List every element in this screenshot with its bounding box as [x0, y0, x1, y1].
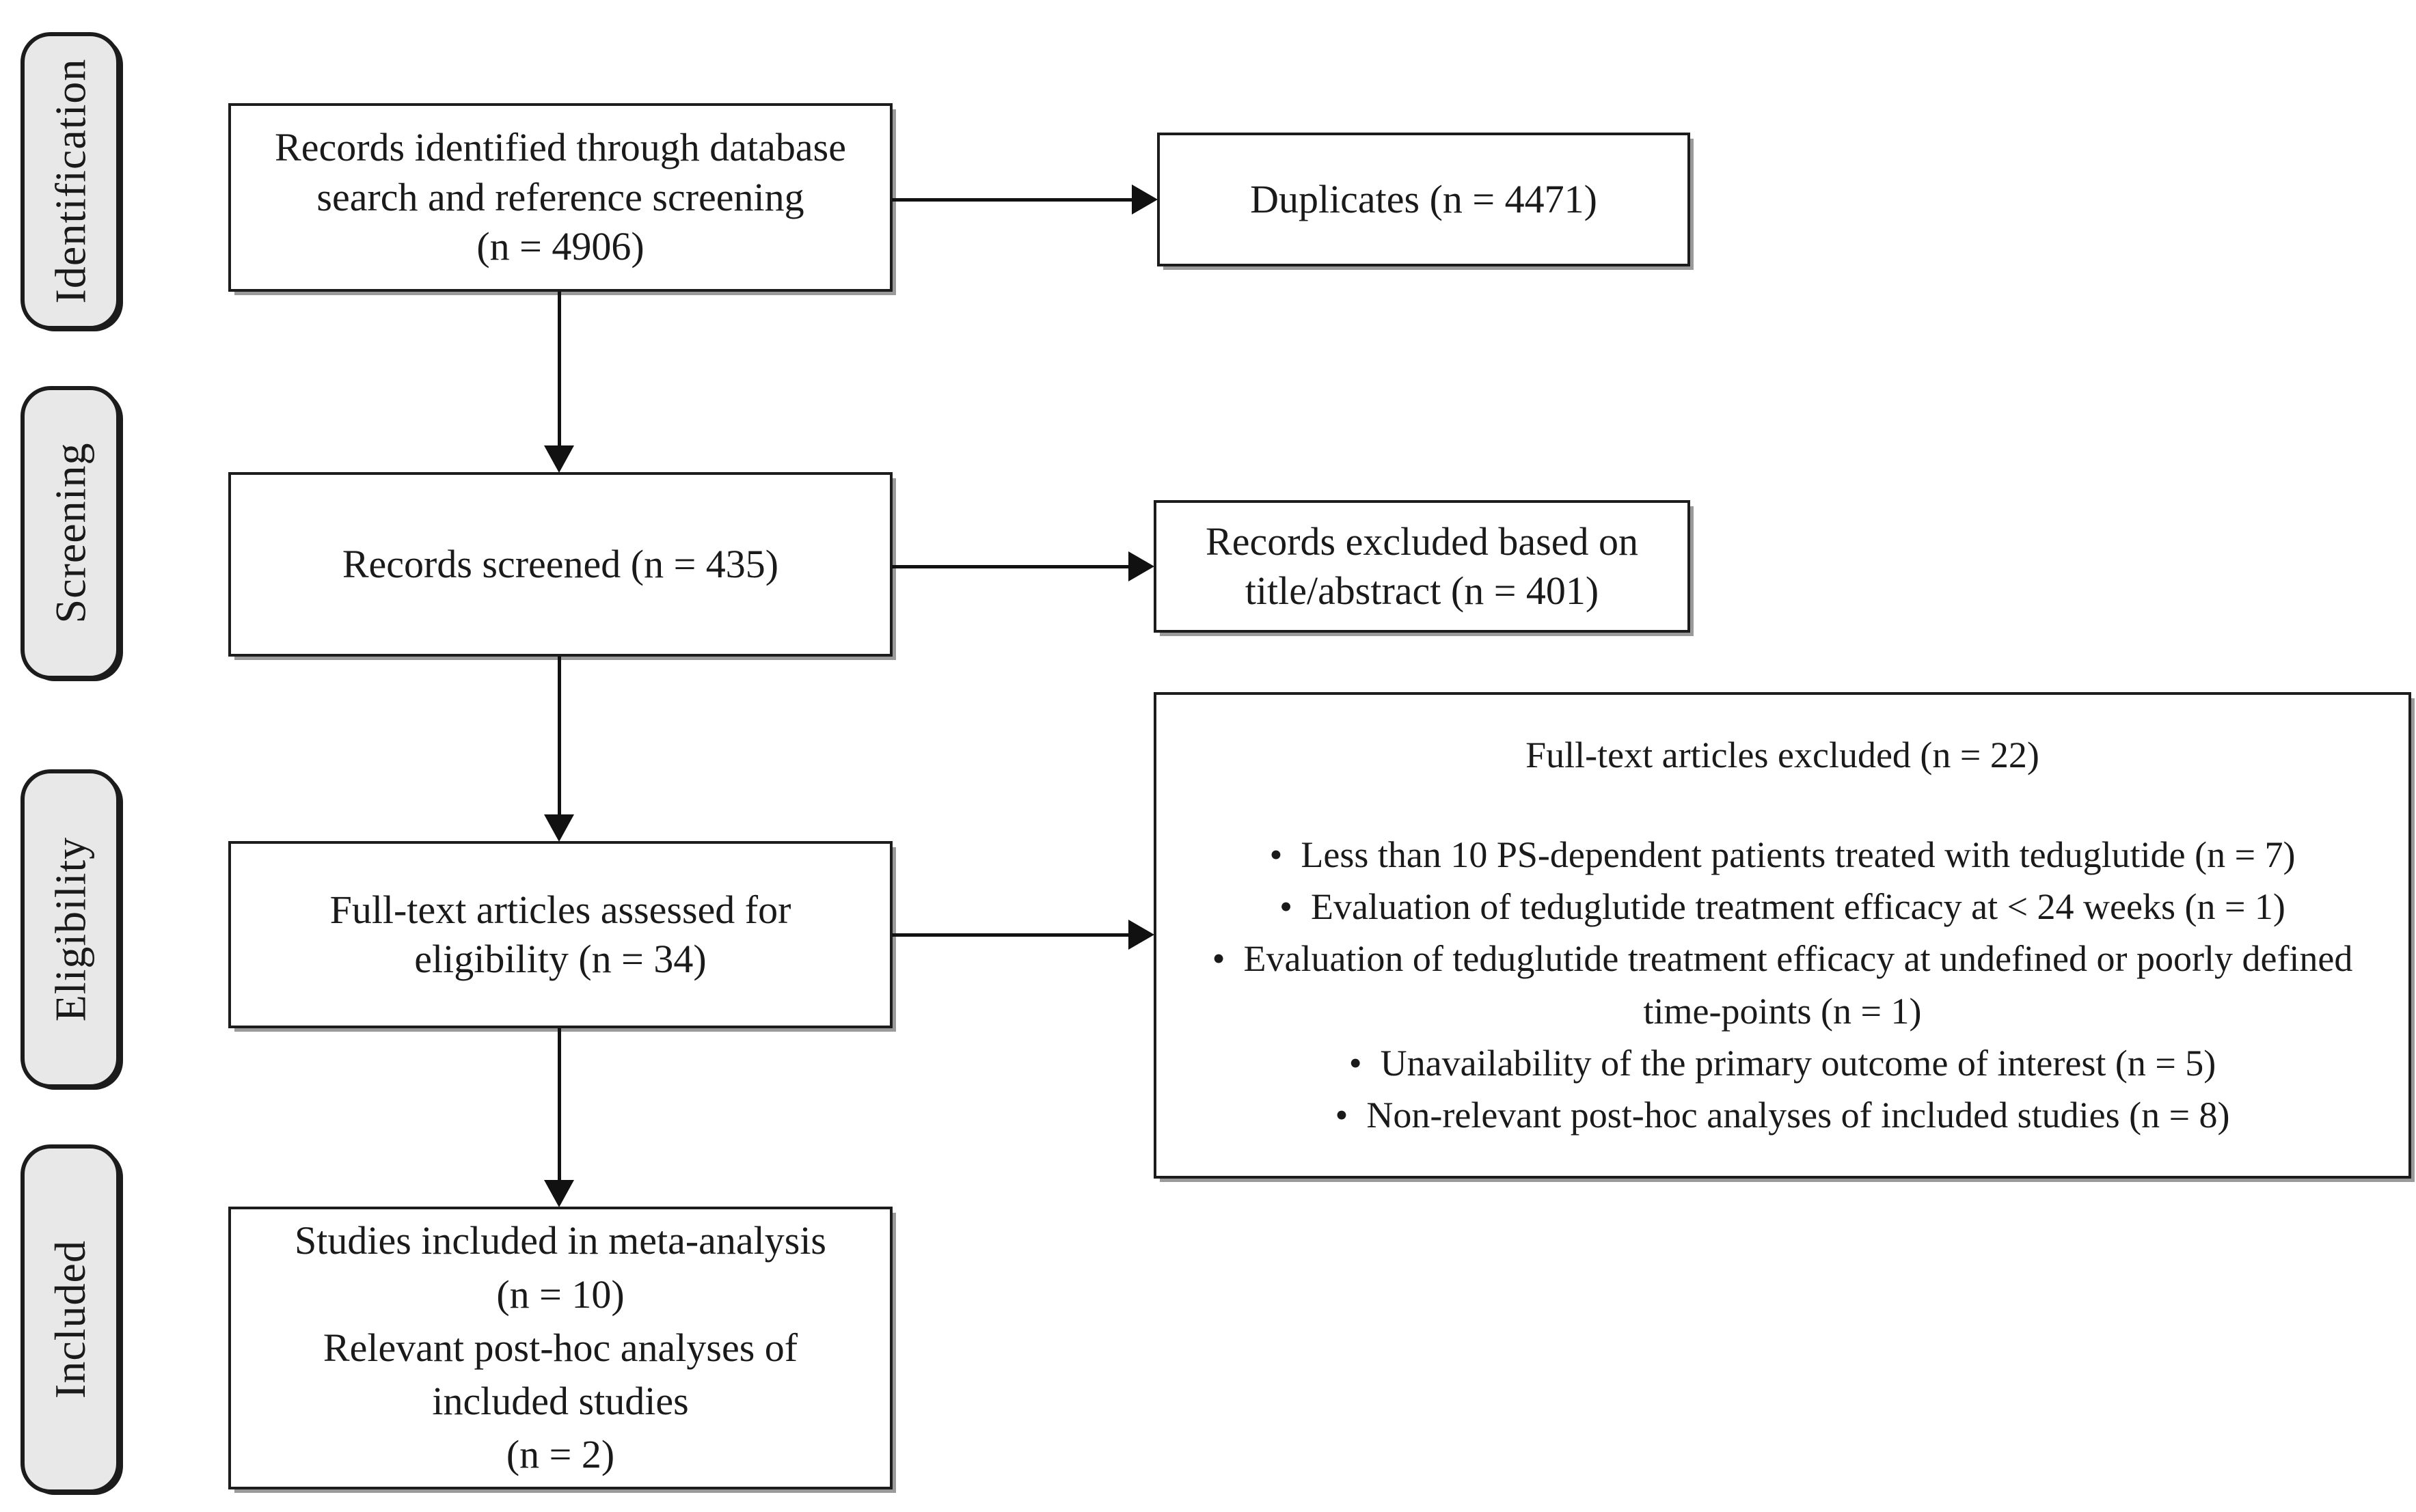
arrow-line-identified-to-duplicates — [892, 198, 1135, 202]
arrow-head-identified-to-duplicates — [1132, 184, 1158, 215]
exclusion-reason: • Evaluation of teduglutide treatment ef… — [1279, 886, 2285, 928]
arrow-head-assessed-to-fulltext-excluded — [1128, 920, 1154, 950]
exclusion-reason: • Evaluation of teduglutide treatment ef… — [1212, 938, 2353, 1032]
studies-included-line: (n = 2) — [506, 1432, 615, 1477]
arrow-head-assessed-to-included — [544, 1180, 574, 1207]
records-identified-line: (n = 4906) — [476, 224, 644, 269]
fulltext-assessed-line: Full-text articles assessed for — [329, 887, 791, 932]
excluded-title-abstract-line: title/abstract (n = 401) — [1245, 568, 1599, 613]
duplicates-label: Duplicates (n = 4471) — [1250, 176, 1597, 221]
studies-included-line: (n = 10) — [496, 1272, 625, 1317]
arrow-line-assessed-to-included — [558, 1028, 561, 1182]
box-duplicates: Duplicates (n = 4471) — [1157, 133, 1690, 266]
arrow-head-screened-to-assessed — [544, 814, 574, 842]
fulltext-excluded-reasons: • Less than 10 PS-dependent patients tre… — [1196, 829, 2369, 1141]
box-studies-included: Studies included in meta-analysis (n = 10… — [228, 1207, 893, 1489]
studies-included-line: Studies included in meta-analysis — [294, 1218, 826, 1263]
stage-label-eligibility: Eligibility — [46, 836, 94, 1021]
arrow-line-screened-to-assessed — [558, 657, 561, 816]
box-fulltext-excluded: Full-text articles excluded (n = 22) • L… — [1154, 692, 2411, 1179]
records-identified-line: Records identified through database — [275, 125, 846, 170]
exclusion-reason: • Less than 10 PS-dependent patients tre… — [1269, 834, 2296, 876]
exclusion-reason: • Non-relevant post-hoc analyses of incl… — [1335, 1094, 2230, 1136]
records-screened-label: Records screened (n = 435) — [342, 541, 779, 586]
stage-label-screening: Screening — [46, 442, 94, 624]
arrow-line-assessed-to-fulltext-excluded — [892, 933, 1131, 937]
fulltext-excluded-title: Full-text articles excluded (n = 22) — [1525, 734, 2039, 775]
arrow-line-screened-to-excluded — [892, 565, 1131, 568]
stage-label-included: Included — [46, 1239, 94, 1399]
studies-included-line: included studies — [432, 1379, 689, 1424]
box-records-screened: Records screened (n = 435) — [228, 472, 893, 657]
excluded-title-abstract-line: Records excluded based on — [1206, 519, 1638, 564]
stage-pill-eligibility: Eligibility — [21, 769, 120, 1088]
stage-pill-identification: Identification — [21, 32, 120, 330]
arrow-line-identified-to-screened — [558, 292, 561, 448]
arrow-head-identified-to-screened — [544, 445, 574, 473]
stage-pill-screening: Screening — [21, 386, 120, 680]
stage-label-identification: Identification — [46, 58, 94, 304]
fulltext-assessed-line: eligibility (n = 34) — [414, 937, 707, 981]
studies-included-line: Relevant post-hoc analyses of — [323, 1325, 798, 1370]
stage-pill-included: Included — [21, 1144, 120, 1494]
arrow-head-screened-to-excluded — [1128, 551, 1154, 581]
box-fulltext-assessed: Full-text articles assessed for eligibili… — [228, 841, 893, 1028]
exclusion-reason: • Unavailability of the primary outcome … — [1348, 1042, 2216, 1084]
records-identified-line: search and reference screening — [316, 174, 804, 219]
